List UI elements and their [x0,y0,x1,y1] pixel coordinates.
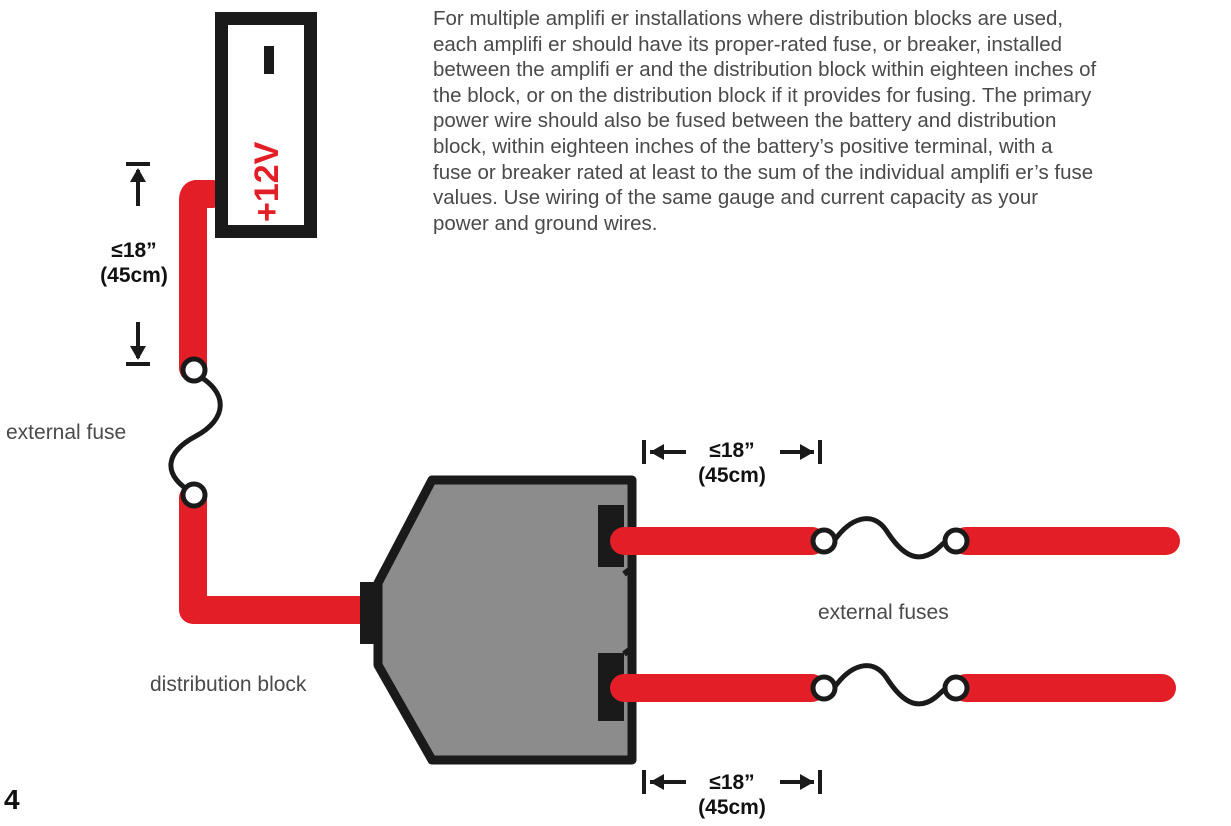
negative-terminal-mark [264,46,274,74]
measurement-arrow-bottom [642,770,822,794]
external-fuses-label: external fuses [818,601,949,624]
battery-wire-cap [194,180,214,208]
distribution-block [360,475,637,765]
instruction-paragraph: For multiple amplifi er installations wh… [433,6,1229,236]
paragraph-line: fuse or breaker rated at least to the su… [433,160,1094,184]
paragraph-line: each amplifi er should have its proper-r… [433,32,1063,56]
measurement-metric: (45cm) [698,464,766,487]
distribution-block-label: distribution block [150,673,307,696]
paragraph-line: between the amplifi er and the distribut… [433,58,1097,82]
paragraph-line: power and ground wires. [433,211,658,235]
paragraph-line: the block, or on the distribution block … [433,83,1092,107]
measurement-arrow-top [642,440,822,464]
measurement-label-top: ≤18” (45cm) [680,438,784,488]
external-fuse-top [810,516,970,560]
measurement-value: ≤18” [111,239,157,262]
external-fuse-label: external fuse [6,421,127,444]
output-wires [610,527,1180,702]
battery-positive-label: +12V [248,141,286,222]
paragraph-line: values. Use wiring of the same gauge and… [433,186,1039,210]
external-fuse-primary [168,356,223,509]
external-fuse-bottom [810,663,970,707]
measurement-metric: (45cm) [698,796,766,819]
paragraph-line: For multiple amplifi er installations wh… [433,7,1064,30]
measurement-label-battery: ≤18” (45cm) [80,238,188,288]
paragraph-line: power wire should also be fused between … [433,109,1057,133]
block-input-terminal [360,582,380,644]
measurement-label-bottom: ≤18” (45cm) [680,770,784,820]
measurement-value: ≤18” [709,771,755,794]
page-number: 4 [4,784,20,815]
measurement-arrow-battery [126,162,150,366]
measurement-value: ≤18” [709,439,755,462]
paragraph-line: block, within eighteen inches of the bat… [433,134,1053,158]
battery [215,12,317,238]
measurement-metric: (45cm) [100,264,168,287]
